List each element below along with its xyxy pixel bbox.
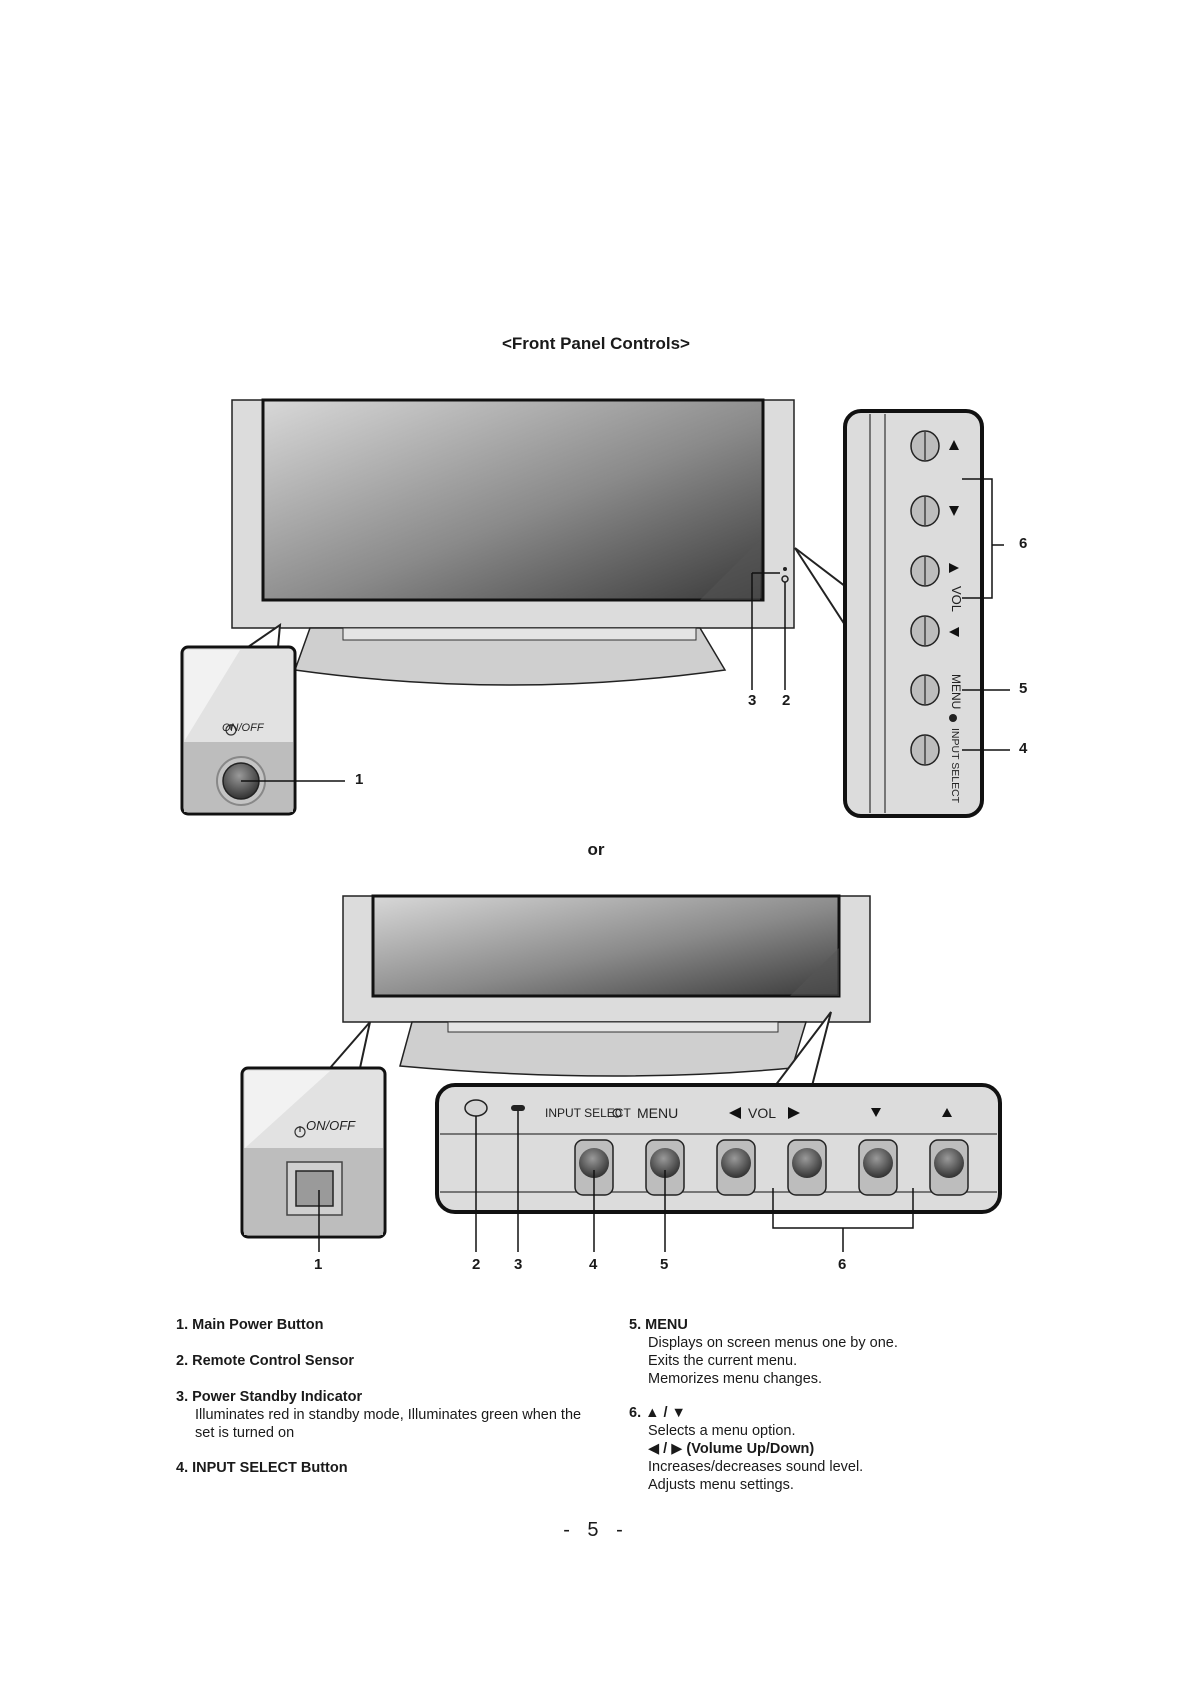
- side-button-up: [910, 430, 959, 462]
- callout-1-fig1: 1: [355, 771, 364, 788]
- item-desc-line: Increases/decreases sound level.: [648, 1459, 864, 1475]
- power-zoom-inset-1: [180, 622, 345, 816]
- tv-illustration-1: [231, 398, 795, 686]
- side-panel-inset-1: [794, 409, 984, 818]
- side-button-vol-down: [910, 615, 959, 647]
- item-desc-line: Memorizes menu changes.: [648, 1371, 823, 1387]
- item-desc-line: Adjusts menu settings.: [648, 1477, 794, 1493]
- arrow-up-icon: [949, 440, 959, 450]
- callout-5-fig2: 5: [660, 1256, 669, 1273]
- strip-button-up: [929, 1139, 969, 1196]
- side-label-input-select: INPUT SELECT: [949, 728, 961, 804]
- tv-illustration-2: [342, 894, 871, 1077]
- side-button-menu: [910, 674, 940, 706]
- strip-label-menu: MENU: [637, 1105, 678, 1121]
- item-main-power-button: 1. Main Power Button: [176, 1316, 616, 1334]
- callout-lines-2: [475, 1111, 914, 1252]
- item-power-standby-indicator: 3. Power Standby Indicator Illuminates r…: [176, 1388, 616, 1442]
- side-button-vol-up: [910, 555, 959, 587]
- strip-button-down: [858, 1139, 898, 1196]
- item-remote-control-sensor: 2. Remote Control Sensor: [176, 1352, 616, 1370]
- callout-2-fig2: 2: [472, 1256, 481, 1273]
- item-title: 5. MENU: [629, 1317, 688, 1333]
- page-heading: <Front Panel Controls>: [502, 334, 690, 353]
- strip-button-vol-down: [716, 1139, 756, 1196]
- onoff-label-1: ON/OFF: [222, 722, 264, 734]
- item-desc-line: Displays on screen menus one by one.: [648, 1335, 898, 1351]
- item-menu: 5. MENU Displays on screen menus one by …: [629, 1316, 1069, 1388]
- strip-label-input-select: INPUT SELECT: [545, 1106, 631, 1120]
- callout-1-fig2: 1: [314, 1256, 323, 1273]
- arrow-down-icon: [871, 1108, 881, 1117]
- item-title: 1. Main Power Button: [176, 1317, 324, 1333]
- item-title: 3. Power Standby Indicator: [176, 1389, 363, 1405]
- arrow-left-icon: [949, 627, 959, 637]
- strip-button-menu: [645, 1139, 685, 1196]
- callout-2-fig1: 2: [782, 692, 791, 709]
- strip-button-vol-up: [787, 1139, 827, 1196]
- arrow-down-icon: [949, 506, 959, 516]
- standby-indicator-icon: [511, 1105, 525, 1111]
- item-desc-line: Exits the current menu.: [648, 1353, 798, 1369]
- callout-5-fig1: 5: [1019, 680, 1028, 697]
- strip-label-vol: VOL: [748, 1105, 776, 1121]
- power-zoom-inset-2: [240, 1021, 387, 1252]
- callout-3-fig1: 3: [748, 692, 757, 709]
- onoff-label-2: ON/OFF: [306, 1118, 356, 1133]
- item-arrow-buttons: 6. ▲ / ▼ Selects a menu option. ◀ / ▶ (V…: [629, 1404, 1069, 1494]
- item-title: 4. INPUT SELECT Button: [176, 1460, 348, 1476]
- callout-6-fig1: 6: [1019, 535, 1028, 552]
- arrow-right-icon: [788, 1107, 800, 1119]
- side-button-down: [910, 495, 959, 527]
- side-button-input-select: [910, 734, 940, 766]
- arrow-left-icon: [729, 1107, 741, 1119]
- item-title: 2. Remote Control Sensor: [176, 1353, 355, 1369]
- remote-sensor-icon: [464, 1099, 488, 1117]
- callout-lines-1: [751, 478, 1010, 751]
- item-subtitle: ◀ / ▶ (Volume Up/Down): [648, 1441, 815, 1457]
- item-desc-line: set is turned on: [195, 1425, 295, 1441]
- item-desc-line: Selects a menu option.: [648, 1423, 796, 1439]
- item-title: 6. ▲ / ▼: [629, 1405, 686, 1421]
- callout-4-fig1: 4: [1019, 740, 1028, 757]
- arrow-up-icon: [942, 1108, 952, 1117]
- arrow-right-icon: [949, 563, 959, 573]
- side-label-vol: VOL: [949, 586, 964, 612]
- item-input-select-button: 4. INPUT SELECT Button: [176, 1459, 616, 1477]
- side-label-menu: MENU: [949, 674, 963, 709]
- item-desc-line: Illuminates red in standby mode, Illumin…: [195, 1407, 582, 1423]
- callout-4-fig2: 4: [589, 1256, 598, 1273]
- strip-labels: INPUT SELECT MENU VOL: [545, 1105, 952, 1121]
- callout-3-fig2: 3: [514, 1256, 523, 1273]
- callout-6-fig2: 6: [838, 1256, 847, 1273]
- page-number: - 5 -: [563, 1519, 629, 1541]
- or-separator: or: [587, 840, 605, 859]
- bottom-buttons: [574, 1139, 969, 1196]
